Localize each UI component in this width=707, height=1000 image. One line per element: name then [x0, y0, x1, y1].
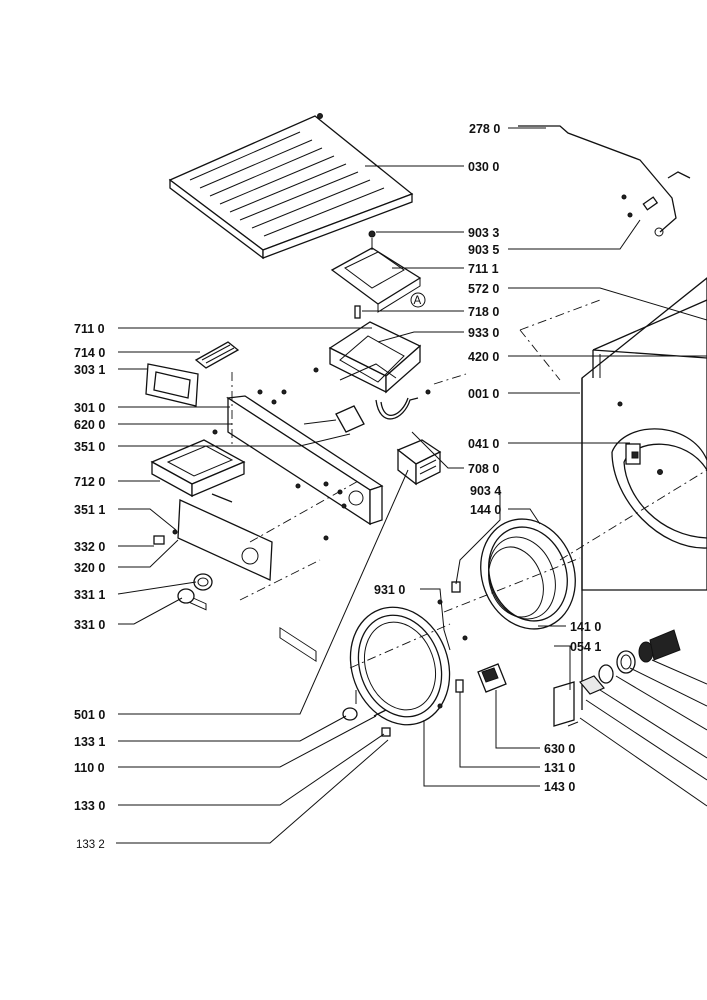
label-714-0: 714 0 — [74, 346, 105, 360]
part-door-ring — [349, 606, 468, 726]
part-labels: 278 0 030 0 903 3 903 5 711 1 572 0 718 … — [74, 122, 601, 851]
part-control-panel — [226, 389, 384, 663]
label-030-0: 030 0 — [468, 160, 499, 174]
label-054-1: 054 1 — [570, 640, 601, 654]
label-301-0: 301 0 — [74, 401, 105, 415]
part-dispenser-lid — [194, 341, 240, 369]
part-door-catch — [455, 663, 507, 693]
label-903-3: 903 3 — [468, 226, 499, 240]
label-303-1: 303 1 — [74, 363, 105, 377]
label-278-0: 278 0 — [469, 122, 500, 136]
part-dispenser-drawer — [150, 429, 246, 503]
part-rod-lever — [518, 125, 691, 237]
label-332-0: 332 0 — [74, 540, 105, 554]
label-620-0: 620 0 — [74, 418, 105, 432]
part-hose — [375, 397, 419, 420]
part-knob-small — [153, 529, 178, 545]
label-712-0: 712 0 — [74, 475, 105, 489]
part-pump-cover — [553, 681, 579, 727]
part-control-bracket: A — [330, 230, 426, 313]
label-931-0: 931 0 — [374, 583, 405, 597]
label-144-0: 144 0 — [470, 503, 501, 517]
part-pump-filter — [579, 629, 681, 695]
leader-lines — [116, 127, 707, 844]
label-718-0: 718 0 — [468, 305, 499, 319]
label-131-0: 131 0 — [544, 761, 575, 775]
part-door-gasket — [480, 518, 576, 630]
part-pin — [354, 305, 361, 319]
label-133-1: 133 1 — [74, 735, 105, 749]
label-133-0: 133 0 — [74, 799, 105, 813]
label-501-0: 501 0 — [74, 708, 105, 722]
part-inner-bracket — [313, 321, 431, 395]
label-351-0: 351 0 — [74, 440, 105, 454]
label-110-0: 110 0 — [74, 761, 105, 775]
label-903-5: 903 5 — [468, 243, 499, 257]
label-331-0: 331 0 — [74, 618, 105, 632]
label-708-0: 708 0 — [468, 462, 499, 476]
label-572-0: 572 0 — [468, 282, 499, 296]
label-320-0: 320 0 — [74, 561, 105, 575]
label-141-0: 141 0 — [570, 620, 601, 634]
label-903-4: 903 4 — [470, 484, 501, 498]
label-143-0: 143 0 — [544, 780, 575, 794]
label-331-1: 331 1 — [74, 588, 105, 602]
part-knob — [177, 573, 213, 604]
label-630-0: 630 0 — [544, 742, 575, 756]
axis-lines — [231, 299, 707, 669]
label-711-1: 711 1 — [468, 262, 499, 276]
label-351-1: 351 1 — [74, 503, 105, 517]
part-small-panel — [145, 363, 199, 407]
label-133-2: 133 2 — [76, 839, 105, 851]
label-933-0: 933 0 — [468, 326, 499, 340]
callout-letter-a: A — [414, 295, 422, 307]
label-041-0: 041 0 — [468, 437, 499, 451]
part-timer-block — [396, 439, 442, 486]
part-hinge — [625, 443, 663, 475]
part-handle-parts — [342, 690, 391, 737]
part-top-lid — [168, 113, 414, 260]
part-switch-module — [303, 405, 365, 433]
label-001-0: 001 0 — [468, 387, 499, 401]
label-711-0: 711 0 — [74, 322, 105, 336]
label-420-0: 420 0 — [468, 350, 499, 364]
